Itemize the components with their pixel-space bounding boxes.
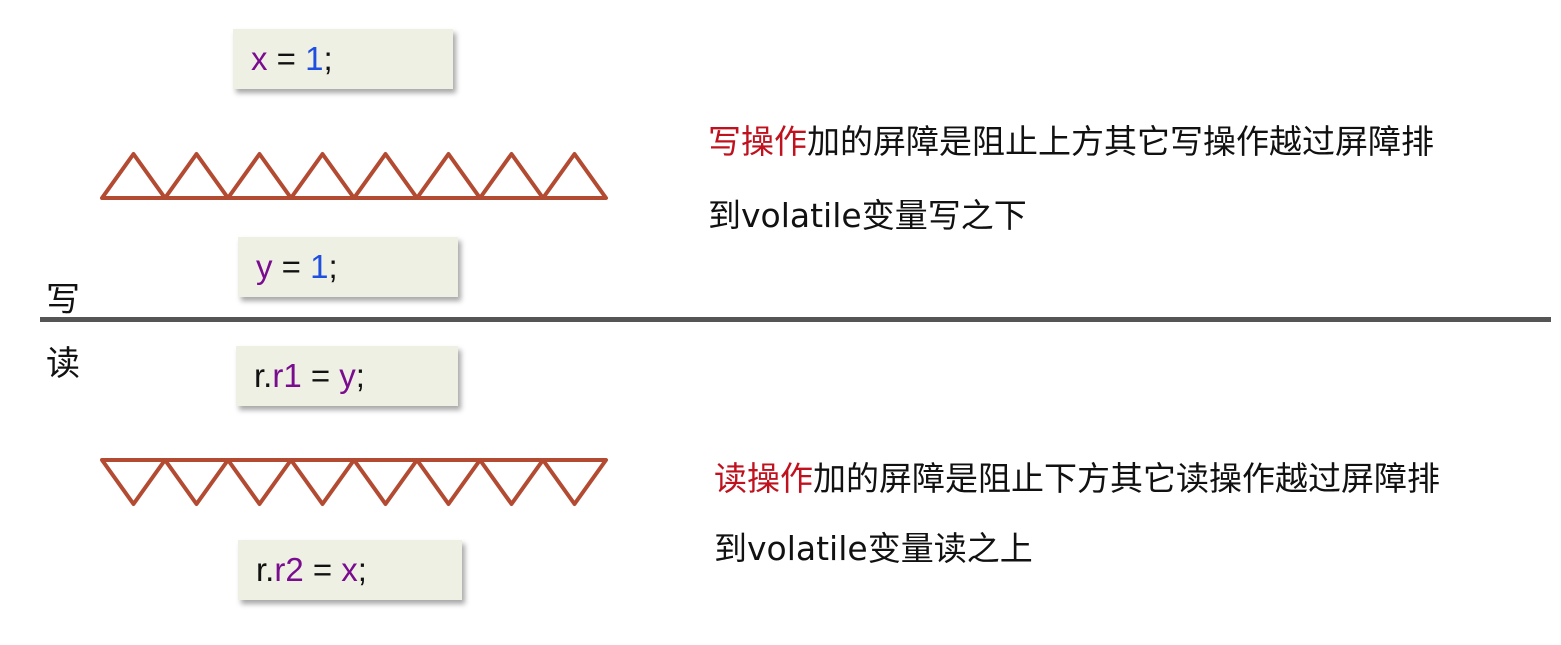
barrier-triangle xyxy=(163,458,230,506)
code-end: ; xyxy=(355,357,365,394)
barrier-triangle xyxy=(289,152,356,200)
code-num: 1 xyxy=(310,248,329,285)
code-var: y xyxy=(256,248,273,285)
write-description: 写操作加的屏障是阻止上方其它写操作越过屏障排 到volatile变量写之下 xyxy=(708,114,1434,244)
read-description: 读操作加的屏障是阻止下方其它读操作越过屏障排 到volatile变量读之上 xyxy=(714,451,1440,577)
code-var: x xyxy=(251,40,268,77)
code-box-r2-assign: r.r2 = x; xyxy=(238,540,462,600)
barrier-triangle xyxy=(163,152,230,200)
barrier-triangle xyxy=(352,458,419,506)
barrier-triangle xyxy=(289,458,356,506)
barrier-triangle xyxy=(478,458,545,506)
read-description-line1: 读操作加的屏障是阻止下方其它读操作越过屏障排 xyxy=(714,451,1440,507)
code-end: ; xyxy=(328,248,338,285)
barrier-triangle xyxy=(415,152,482,200)
write-description-rest: 加的屏障是阻止上方其它写操作越过屏障排 xyxy=(807,122,1434,161)
read-description-highlight: 读操作 xyxy=(714,459,813,498)
read-description-line2: 到volatile变量读之上 xyxy=(714,529,1033,568)
code-end: ; xyxy=(357,551,367,588)
barrier-triangle xyxy=(415,458,482,506)
write-description-line1: 写操作加的屏障是阻止上方其它写操作越过屏障排 xyxy=(708,114,1434,170)
barrier-triangle xyxy=(541,152,608,200)
code-end: ; xyxy=(323,40,333,77)
barrier-triangle xyxy=(226,458,293,506)
code-box-x-assign: x = 1; xyxy=(233,29,453,89)
write-description-highlight: 写操作 xyxy=(708,122,807,161)
barrier-triangle xyxy=(541,458,608,506)
read-label: 读 xyxy=(46,344,80,384)
barrier-triangle xyxy=(100,458,167,506)
write-barrier xyxy=(100,152,608,200)
code-box-y-assign: y = 1; xyxy=(238,237,458,297)
barrier-triangle xyxy=(100,152,167,200)
code-var: x xyxy=(341,551,358,588)
barrier-triangle xyxy=(478,152,545,200)
code-op: = xyxy=(272,248,311,285)
write-label: 写 xyxy=(46,280,80,320)
code-var: y xyxy=(339,357,356,394)
read-description-rest: 加的屏障是阻止下方其它读操作越过屏障排 xyxy=(813,459,1440,498)
code-field: r2 xyxy=(274,551,304,588)
read-barrier xyxy=(100,458,608,506)
write-description-line2: 到volatile变量写之下 xyxy=(708,196,1027,235)
code-prefix: r. xyxy=(256,551,275,588)
section-divider xyxy=(40,317,1551,322)
code-prefix: r. xyxy=(254,357,273,394)
code-box-r1-assign: r.r1 = y; xyxy=(236,346,458,406)
code-op: = xyxy=(303,551,342,588)
code-field: r1 xyxy=(272,357,302,394)
code-op: = xyxy=(301,357,340,394)
barrier-triangle xyxy=(226,152,293,200)
code-num: 1 xyxy=(305,40,324,77)
code-op: = xyxy=(267,40,306,77)
barrier-triangle xyxy=(352,152,419,200)
